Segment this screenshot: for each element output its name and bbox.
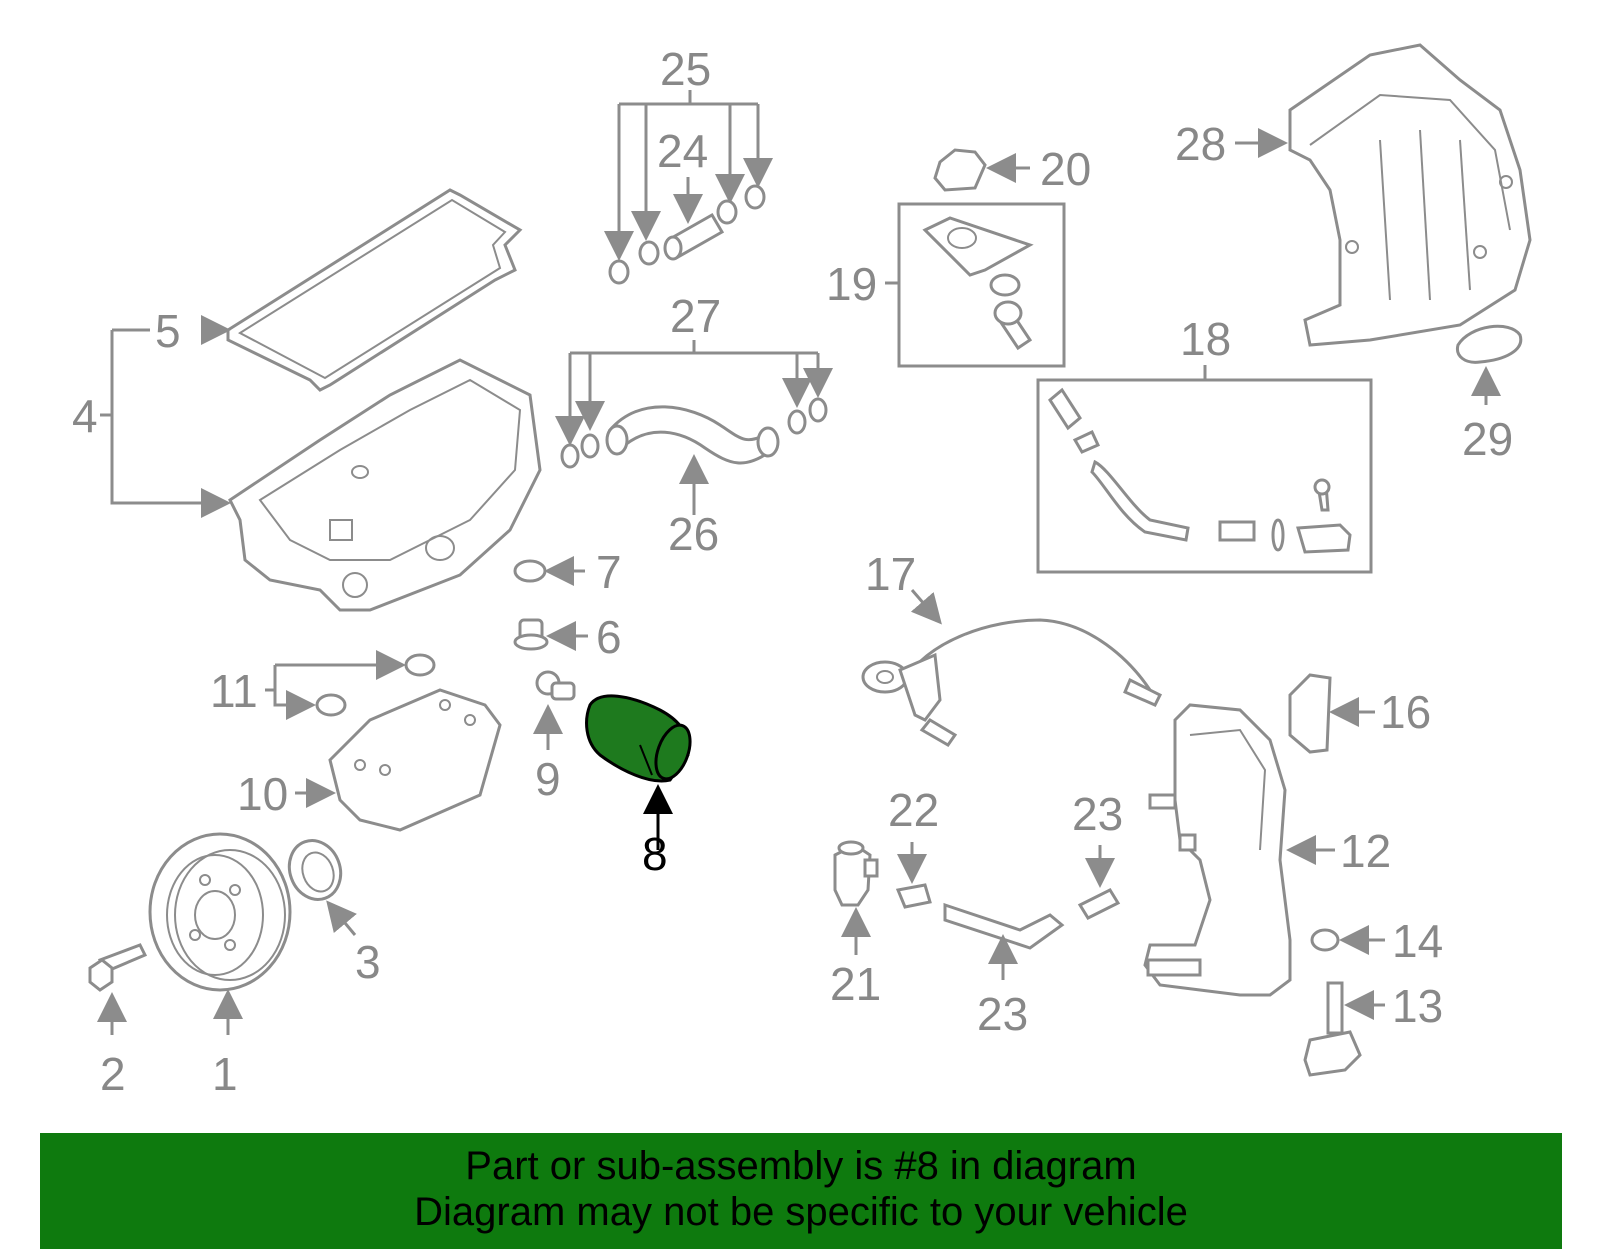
part-15-bracket[interactable] [1288, 673, 1332, 754]
part-25-group[interactable] [604, 90, 773, 285]
label-23-text: 23 [1072, 788, 1123, 840]
label-8: 8 [642, 828, 668, 880]
label-16: 17 [865, 548, 916, 600]
label-27: 27 [670, 290, 721, 342]
part-28-intake[interactable] [1288, 43, 1532, 347]
part-4-oil-pan[interactable] [228, 358, 542, 612]
part-23-hose[interactable] [1077, 888, 1121, 920]
part-3-seal[interactable] [281, 833, 349, 906]
label-19: 20 [1040, 143, 1091, 195]
part-7-oring[interactable] [513, 559, 547, 583]
part-22-hose[interactable] [943, 902, 1065, 950]
part-9-plug[interactable] [535, 670, 576, 701]
label-11: 11 [210, 665, 258, 717]
label-5: 5 [155, 305, 181, 357]
part-11-group[interactable] [265, 650, 436, 720]
part-18-box[interactable] [897, 202, 1066, 368]
part-6-drain-plug[interactable] [513, 618, 549, 651]
part-14-oring[interactable] [1310, 928, 1340, 952]
label-21: 22 [888, 784, 939, 836]
banner-line-2: Diagram may not be specific to your vehi… [414, 1190, 1188, 1234]
label-6: 6 [596, 611, 622, 663]
part-19-cap[interactable] [933, 148, 987, 192]
part-26-27-group[interactable] [555, 340, 833, 515]
label-29: 29 [1462, 413, 1513, 465]
label-26: 26 [668, 508, 719, 560]
part-17-box[interactable] [1036, 378, 1373, 574]
label-22: 23 [977, 988, 1028, 1040]
label-12: 12 [1340, 825, 1391, 877]
label-18: 19 [826, 258, 877, 310]
label-15: 16 [1380, 686, 1431, 738]
part-20-valve[interactable] [833, 840, 879, 907]
label-1: 1 [212, 1048, 238, 1100]
label-7: 7 [596, 546, 622, 598]
label-9: 9 [535, 753, 561, 805]
label-2: 2 [100, 1048, 126, 1100]
label-24: 24 [657, 125, 708, 177]
label-10: 10 [237, 768, 288, 820]
part-21-hose[interactable] [895, 883, 932, 909]
label-17: 18 [1180, 313, 1231, 365]
label-14: 14 [1392, 915, 1443, 967]
part-29-gasket[interactable] [1455, 324, 1523, 364]
part-12-separator[interactable] [1143, 703, 1292, 997]
info-banner: Part or sub-assembly is #8 in diagram Di… [40, 1133, 1562, 1249]
part-13-sensor[interactable] [1303, 981, 1362, 1077]
label-28: 28 [1175, 118, 1226, 170]
label-3: 3 [355, 936, 381, 988]
part-10-plate[interactable] [328, 688, 502, 832]
part-5-gasket[interactable] [226, 188, 523, 392]
label-13: 13 [1392, 980, 1443, 1032]
part-2-bolt[interactable] [88, 943, 148, 992]
part-8-oil-filter[interactable] [585, 694, 697, 783]
part-16-dipstick[interactable] [861, 618, 1163, 747]
label-25: 25 [660, 43, 711, 95]
banner-line-1: Part or sub-assembly is #8 in diagram [465, 1144, 1137, 1188]
part-1-pulley[interactable] [148, 832, 292, 992]
label-20: 21 [830, 958, 881, 1010]
label-4: 4 [72, 390, 98, 442]
